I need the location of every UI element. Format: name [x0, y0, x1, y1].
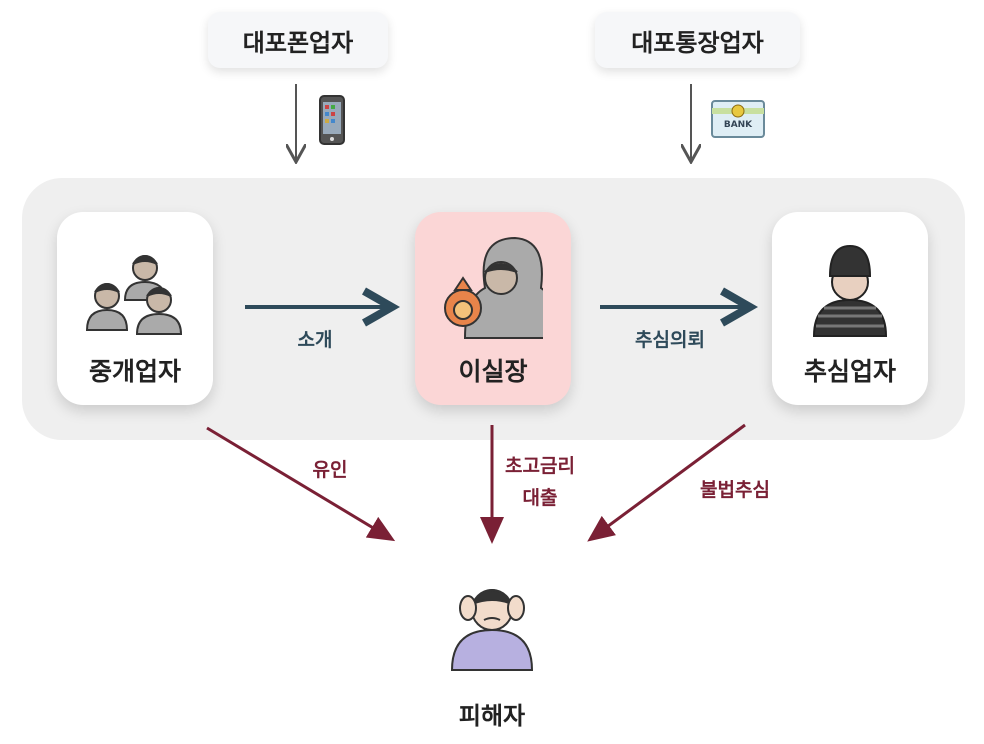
collector-card: 추심업자	[772, 212, 928, 405]
masked-collector-icon	[812, 244, 888, 337]
phone-icon	[319, 95, 345, 145]
broker-group-icon	[85, 255, 183, 335]
collection-request-label: 추심의뢰	[635, 329, 705, 351]
hooded-boss-icon	[444, 236, 543, 339]
account-vendor-box: 대포통장업자	[595, 12, 800, 68]
broker-card: 중개업자	[57, 212, 213, 405]
loan-label-line1: 초고금리	[505, 455, 575, 477]
boss-label: 이실장	[458, 357, 528, 386]
illegal-collection-arrow	[587, 423, 746, 542]
collector-label: 추심업자	[803, 357, 896, 386]
illegal-collection-label: 불법추심	[700, 479, 770, 501]
distressed-victim-icon	[450, 589, 534, 671]
phone-vendor-box: 대포폰업자	[208, 12, 388, 68]
loan-label: 초고금리 대출	[495, 450, 585, 514]
loan-label-line2: 대출	[522, 487, 558, 509]
boss-card: 이실장	[415, 212, 571, 405]
victim-label: 피해자	[458, 702, 526, 730]
broker-label: 중개업자	[88, 357, 181, 386]
phone-vendor-label: 대포폰업자	[242, 28, 354, 57]
bankbook-icon: BANK	[711, 100, 765, 138]
introduce-label: 소개	[297, 329, 333, 351]
account-vendor-label: 대포통장업자	[631, 28, 764, 57]
lure-arrow	[206, 426, 396, 542]
lure-label: 유인	[312, 459, 348, 481]
bank-icon-text: BANK	[723, 120, 753, 130]
